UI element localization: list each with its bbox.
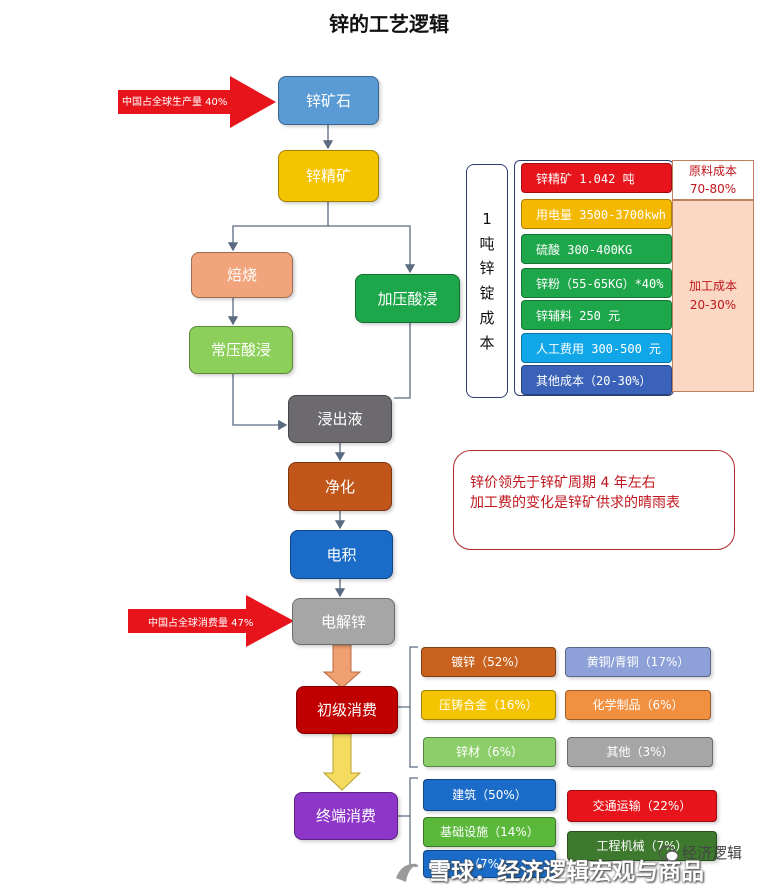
- terminal-use-item: 基础设施（14%）: [423, 817, 556, 847]
- cost-item: 硫酸 300-400KG: [521, 234, 672, 264]
- page-title: 锌的工艺逻辑: [329, 12, 449, 36]
- electrolytic-zinc-box: 电解锌: [292, 598, 395, 645]
- processing-cost-pct: 20-30%: [689, 298, 737, 312]
- watermark-account: 经济逻辑: [682, 844, 743, 862]
- terminal-use-item: 交通运输（22%）: [567, 790, 717, 822]
- cost-item: 其他成本（20-30%）: [521, 365, 672, 395]
- primary-consumption-box: 初级消费: [296, 686, 398, 734]
- raw-material-cost-pct: 70-80%: [689, 182, 737, 196]
- primary-use-item: 锌材（6%）: [423, 737, 556, 767]
- primary-use-item: 黄铜/青铜（17%）: [565, 647, 711, 677]
- primary-use-item: 压铸合金（16%）: [421, 690, 556, 720]
- leach-solution-box: 浸出液: [288, 395, 392, 443]
- insight-note-line1: 锌价领先于锌矿周期 4 年左右: [470, 475, 656, 491]
- cost-label-char: 1: [482, 209, 492, 228]
- consumption-share-arrow: [128, 595, 294, 647]
- cost-label-char: 本: [479, 333, 495, 352]
- watermark: 雪球：经济逻辑宏观与商品 经济逻辑: [0, 844, 778, 894]
- processing-cost-box: 加工成本 20-30%: [672, 200, 754, 392]
- pressure-leach-box: 加压酸浸: [355, 274, 460, 323]
- cost-item: 锌辅料 250 元: [521, 300, 672, 330]
- cost-vertical-label: 1 吨 锌 锭 成 本: [466, 164, 508, 398]
- roasting-box: 焙烧: [191, 252, 293, 298]
- insight-note-line2: 加工费的变化是锌矿供求的晴雨表: [470, 495, 680, 512]
- processing-cost-label: 加工成本: [688, 278, 737, 293]
- primary-use-item: 化学制品（6%）: [565, 690, 711, 720]
- atmospheric-leach-box: 常压酸浸: [189, 326, 293, 374]
- zinc-concentrate-box: 锌精矿: [278, 150, 379, 202]
- terminal-use-item: （7%）: [423, 850, 556, 878]
- wechat-icon: [658, 845, 679, 862]
- primary-use-item: 其他（3%）: [567, 737, 713, 767]
- production-share-label: 中国占全球生产量 40%: [122, 97, 228, 108]
- cost-label-char: 锭: [479, 284, 495, 302]
- terminal-use-item: 建筑（50%）: [423, 779, 556, 811]
- insight-note: 锌价领先于锌矿周期 4 年左右 加工费的变化是锌矿供求的晴雨表: [453, 450, 735, 550]
- cost-label-char: 吨: [479, 234, 495, 253]
- cost-item: 锌精矿 1.042 吨: [521, 163, 672, 193]
- primary-use-item: 镀锌（52%）: [421, 647, 556, 677]
- zinc-ore-box: 锌矿石: [278, 76, 379, 125]
- electrowinning-box: 电积: [290, 530, 393, 579]
- raw-material-cost-box: 原料成本 70-80%: [672, 160, 754, 200]
- watermark-text: 雪球：经济逻辑宏观与商品: [428, 859, 704, 885]
- snowball-logo-icon: [396, 863, 418, 882]
- cost-item: 用电量 3500-3700kwh: [521, 199, 672, 229]
- consumption-share-label: 中国占全球消费量 47%: [148, 618, 254, 629]
- terminal-use-item: 工程机械（7%）: [567, 831, 717, 861]
- cost-item: 人工费用 300-500 元: [521, 333, 672, 363]
- purification-box: 净化: [288, 462, 392, 511]
- cost-label-char: 锌: [479, 259, 495, 278]
- terminal-consumption-box: 终端消费: [294, 792, 398, 840]
- production-share-arrow: [118, 76, 276, 128]
- cost-label-char: 成: [479, 308, 495, 327]
- cost-item: 锌粉（55-65KG）*40%: [521, 268, 672, 298]
- raw-material-cost-label: 原料成本: [688, 164, 737, 178]
